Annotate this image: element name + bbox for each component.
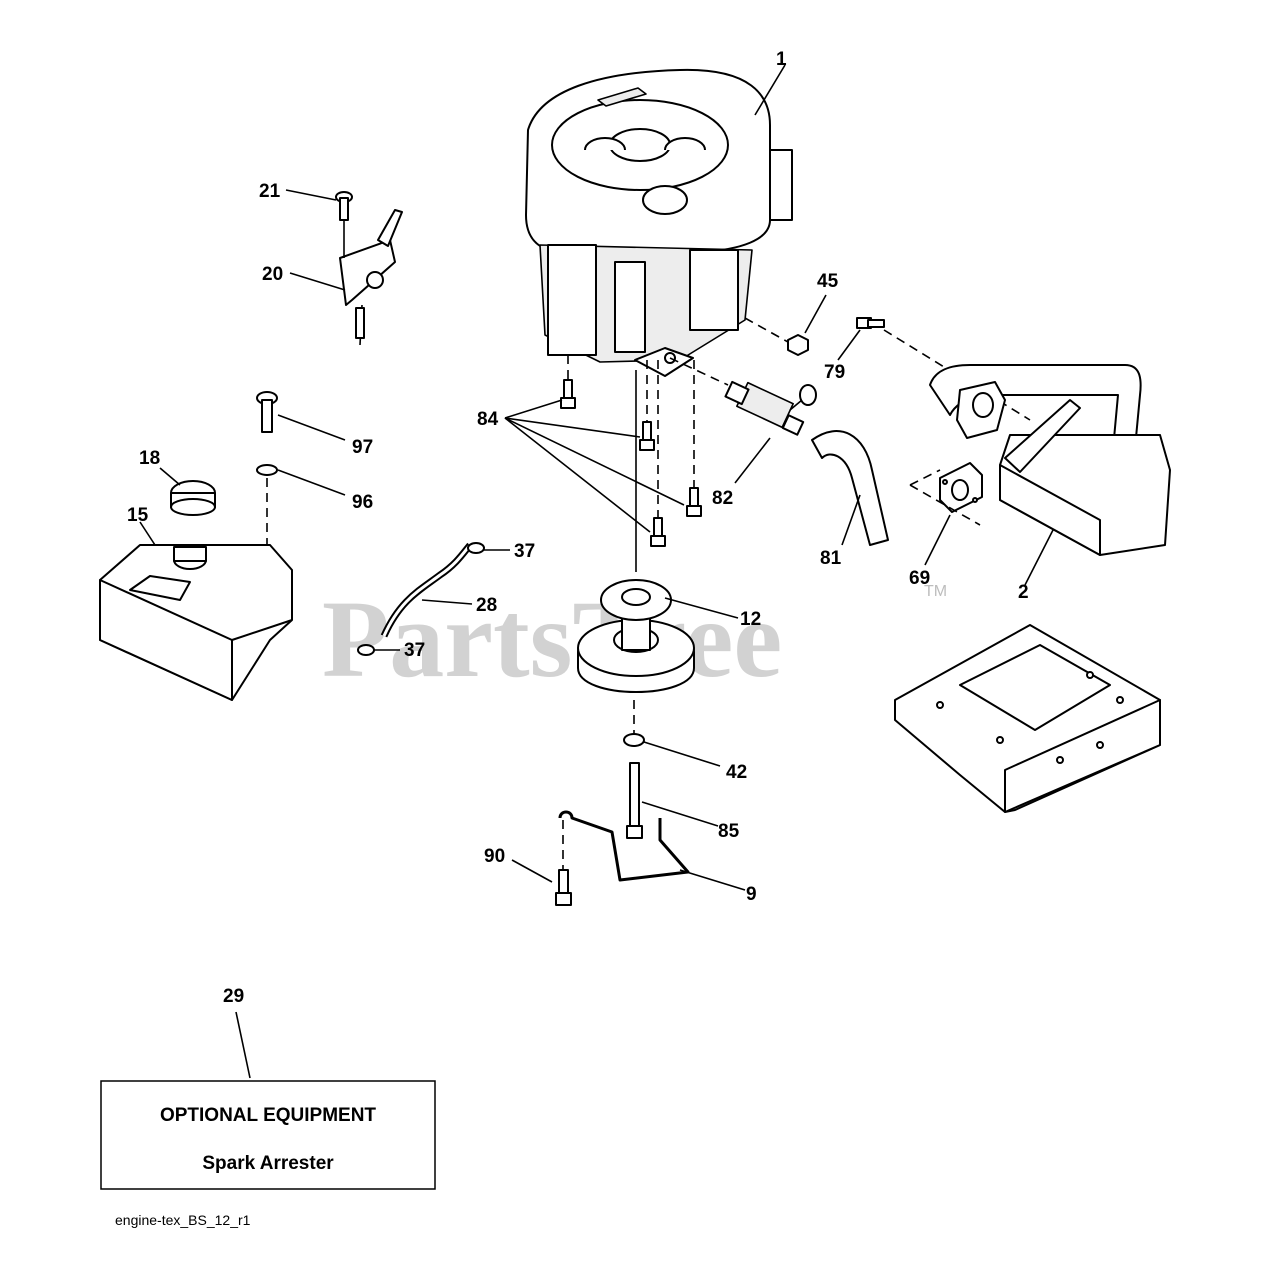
gasket-69-part[interactable]	[939, 462, 983, 513]
bolt-84-d-part[interactable]	[650, 517, 666, 547]
washer-42-part[interactable]	[623, 733, 645, 747]
callout-2[interactable]: 2	[1018, 582, 1029, 603]
callout-90[interactable]: 90	[484, 846, 505, 867]
callout-79[interactable]: 79	[824, 362, 845, 383]
callout-18[interactable]: 18	[139, 448, 160, 469]
throttle-control-part[interactable]	[339, 209, 403, 346]
callout-12[interactable]: 12	[740, 609, 761, 630]
bolt-79-part[interactable]	[856, 317, 885, 329]
callout-9[interactable]: 9	[746, 884, 757, 905]
drain-hose-part[interactable]	[811, 430, 889, 546]
callout-96[interactable]: 96	[352, 492, 373, 513]
optional-equipment-item[interactable]: Spark Arrester	[202, 1153, 334, 1174]
callout-28[interactable]: 28	[476, 595, 497, 616]
bolt-90-part[interactable]	[555, 869, 572, 906]
callout-37-lower[interactable]: 37	[404, 640, 425, 661]
bolt-84-c-part[interactable]	[686, 487, 702, 517]
callout-21[interactable]: 21	[259, 181, 281, 202]
screw-21-part[interactable]	[335, 191, 353, 258]
clamp-37-lower-part[interactable]	[357, 644, 375, 656]
washer-96-part[interactable]	[256, 464, 278, 476]
callout-85[interactable]: 85	[718, 821, 740, 842]
bolt-84-b-part[interactable]	[639, 421, 655, 451]
bracket-9-part[interactable]	[558, 810, 690, 882]
nut-45-part[interactable]	[787, 334, 809, 356]
callout-97[interactable]: 97	[352, 437, 373, 458]
bolt-84-a-part[interactable]	[560, 379, 576, 409]
optional-equipment-box	[100, 1080, 436, 1190]
callout-1[interactable]: 1	[776, 49, 787, 70]
watermark-tm: TM	[924, 583, 947, 600]
callout-37-upper[interactable]: 37	[514, 541, 535, 562]
bolt-97-part[interactable]	[256, 391, 278, 433]
drain-valve-part[interactable]	[724, 380, 817, 436]
callout-20[interactable]: 20	[262, 264, 283, 285]
watermark-brand: PartsTree	[322, 578, 782, 700]
optional-equipment-title: OPTIONAL EQUIPMENT	[160, 1105, 376, 1126]
fuel-cap-part[interactable]	[170, 480, 216, 516]
fuel-tank-part[interactable]	[99, 544, 293, 701]
callout-84[interactable]: 84	[477, 409, 499, 430]
muffler-part[interactable]	[929, 364, 1171, 556]
pulley-part[interactable]	[577, 579, 695, 693]
callout-15[interactable]: 15	[127, 505, 149, 526]
clamp-37-upper-part[interactable]	[467, 542, 485, 554]
callout-82[interactable]: 82	[712, 488, 733, 509]
engine-plate-part[interactable]	[894, 624, 1161, 813]
callout-45[interactable]: 45	[817, 271, 839, 292]
diagram-code: engine-tex_BS_12_r1	[115, 1212, 251, 1228]
callout-81[interactable]: 81	[820, 548, 842, 569]
callout-29[interactable]: 29	[223, 986, 244, 1007]
bolt-85-part[interactable]	[626, 762, 643, 839]
callout-42[interactable]: 42	[726, 762, 747, 783]
callout-69[interactable]: 69	[909, 568, 930, 589]
engine-part[interactable]	[525, 68, 793, 377]
